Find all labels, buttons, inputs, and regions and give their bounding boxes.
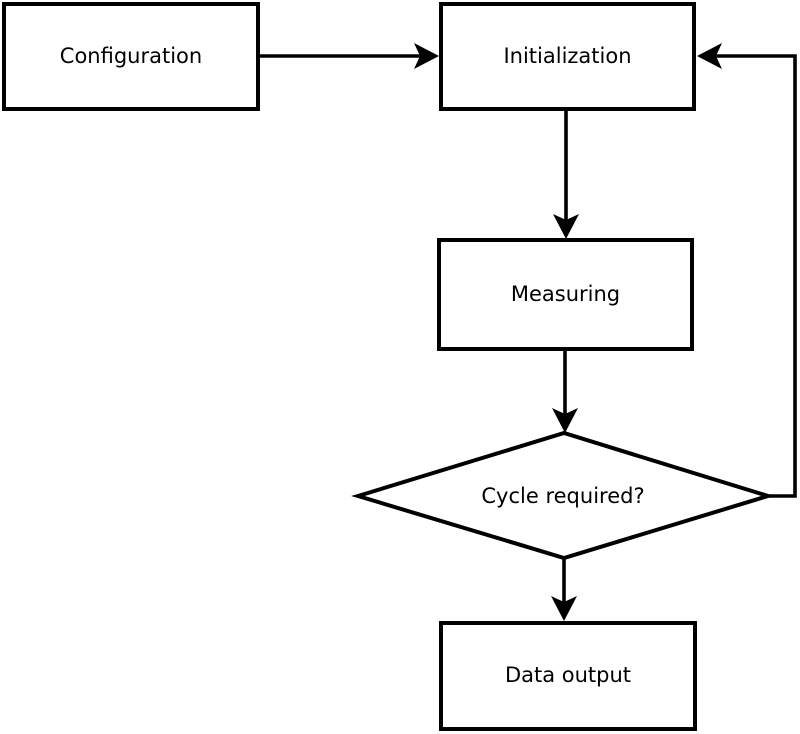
edge-cycle-required-loop-to-initialization (715, 54, 797, 498)
arrowhead-into-initialization-right (697, 43, 722, 69)
arrowhead-into-data-output (551, 596, 577, 621)
node-initialization: Initialization (439, 2, 696, 111)
node-configuration: Configuration (2, 2, 260, 111)
arrowhead-into-initialization-left (414, 43, 439, 69)
arrowhead-into-cycle-required (552, 408, 578, 433)
node-initialization-label: Initialization (503, 43, 632, 68)
node-configuration-label: Configuration (59, 43, 203, 68)
node-cycle-required-label: Cycle required? (481, 484, 645, 508)
node-measuring-label: Measuring (510, 281, 621, 306)
node-data-output-label: Data output (504, 663, 632, 688)
arrowhead-into-measuring (553, 214, 579, 239)
node-measuring: Measuring (437, 238, 694, 351)
node-data-output: Data output (439, 621, 697, 731)
